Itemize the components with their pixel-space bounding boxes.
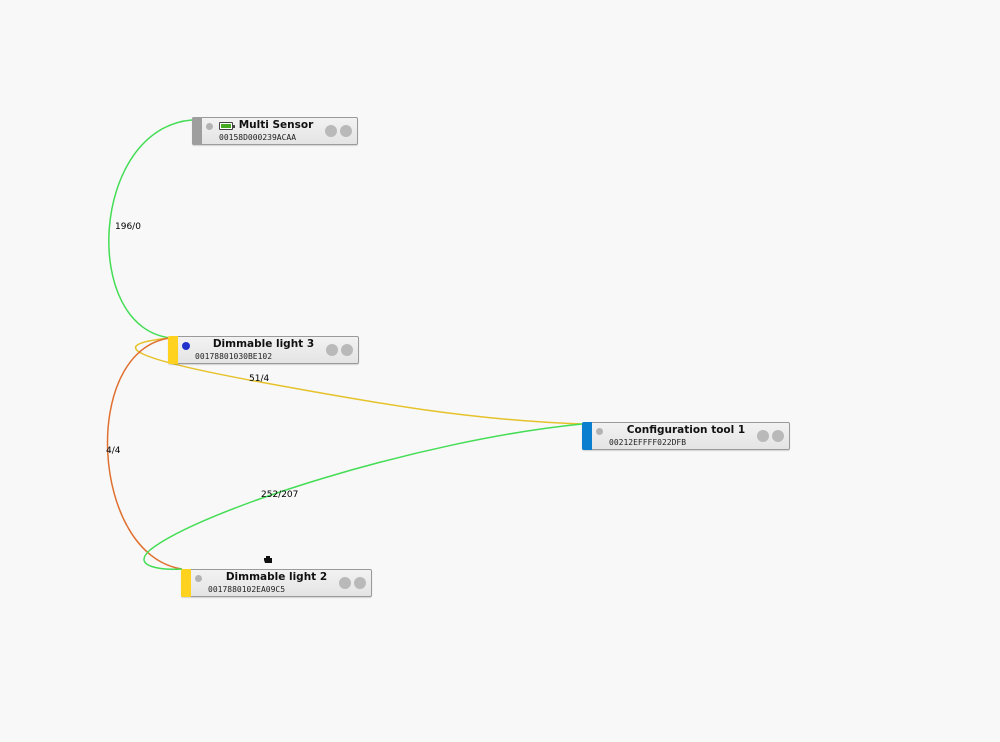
port-circle-icon[interactable]: [340, 125, 352, 137]
link-sensor-light3: [108, 119, 193, 339]
node-dimmable-light-2[interactable]: Dimmable light 2 0017880102EA09C5: [181, 569, 372, 597]
node-title: Dimmable light 3: [212, 338, 315, 350]
status-dot: [206, 123, 213, 130]
node-title: Multi Sensor: [238, 119, 314, 131]
link-light3-light2: [106, 337, 183, 570]
node-title: Configuration tool 1: [626, 424, 746, 436]
node-type-stripe: [168, 336, 178, 364]
port-circle-icon[interactable]: [326, 344, 338, 356]
node-address: 0017880102EA09C5: [208, 585, 286, 594]
node-address: 00178801030BE102: [195, 352, 273, 361]
link-label-light3-light2: 4/4: [106, 446, 121, 456]
node-configuration-tool-1[interactable]: Configuration tool 1 00212EFFFF022DFB: [582, 422, 790, 450]
node-title: Dimmable light 2: [225, 571, 328, 583]
hand-cursor-icon: [264, 556, 272, 563]
link-light3-config: [134, 337, 583, 425]
link-label-light3-config: 51/4: [249, 374, 269, 384]
battery-icon: [219, 122, 235, 130]
node-multi-sensor[interactable]: Multi Sensor 00158D000239ACAA: [192, 117, 358, 145]
status-dot: [182, 342, 190, 350]
link-label-config-light2: 252/207: [261, 490, 298, 500]
port-circle-icon[interactable]: [354, 577, 366, 589]
node-address: 00158D000239ACAA: [219, 133, 297, 142]
node-type-stripe: [192, 117, 202, 145]
status-dot: [195, 575, 202, 582]
port-circle-icon[interactable]: [325, 125, 337, 137]
port-circle-icon[interactable]: [772, 430, 784, 442]
port-circle-icon[interactable]: [341, 344, 353, 356]
node-type-stripe: [582, 422, 592, 450]
port-circle-icon[interactable]: [757, 430, 769, 442]
link-config-light2: [143, 423, 583, 570]
status-dot: [596, 428, 603, 435]
node-type-stripe: [181, 569, 191, 597]
port-circle-icon[interactable]: [339, 577, 351, 589]
node-dimmable-light-3[interactable]: Dimmable light 3 00178801030BE102: [168, 336, 359, 364]
node-address: 00212EFFFF022DFB: [609, 438, 687, 447]
link-label-sensor-light3: 196/0: [115, 222, 141, 232]
